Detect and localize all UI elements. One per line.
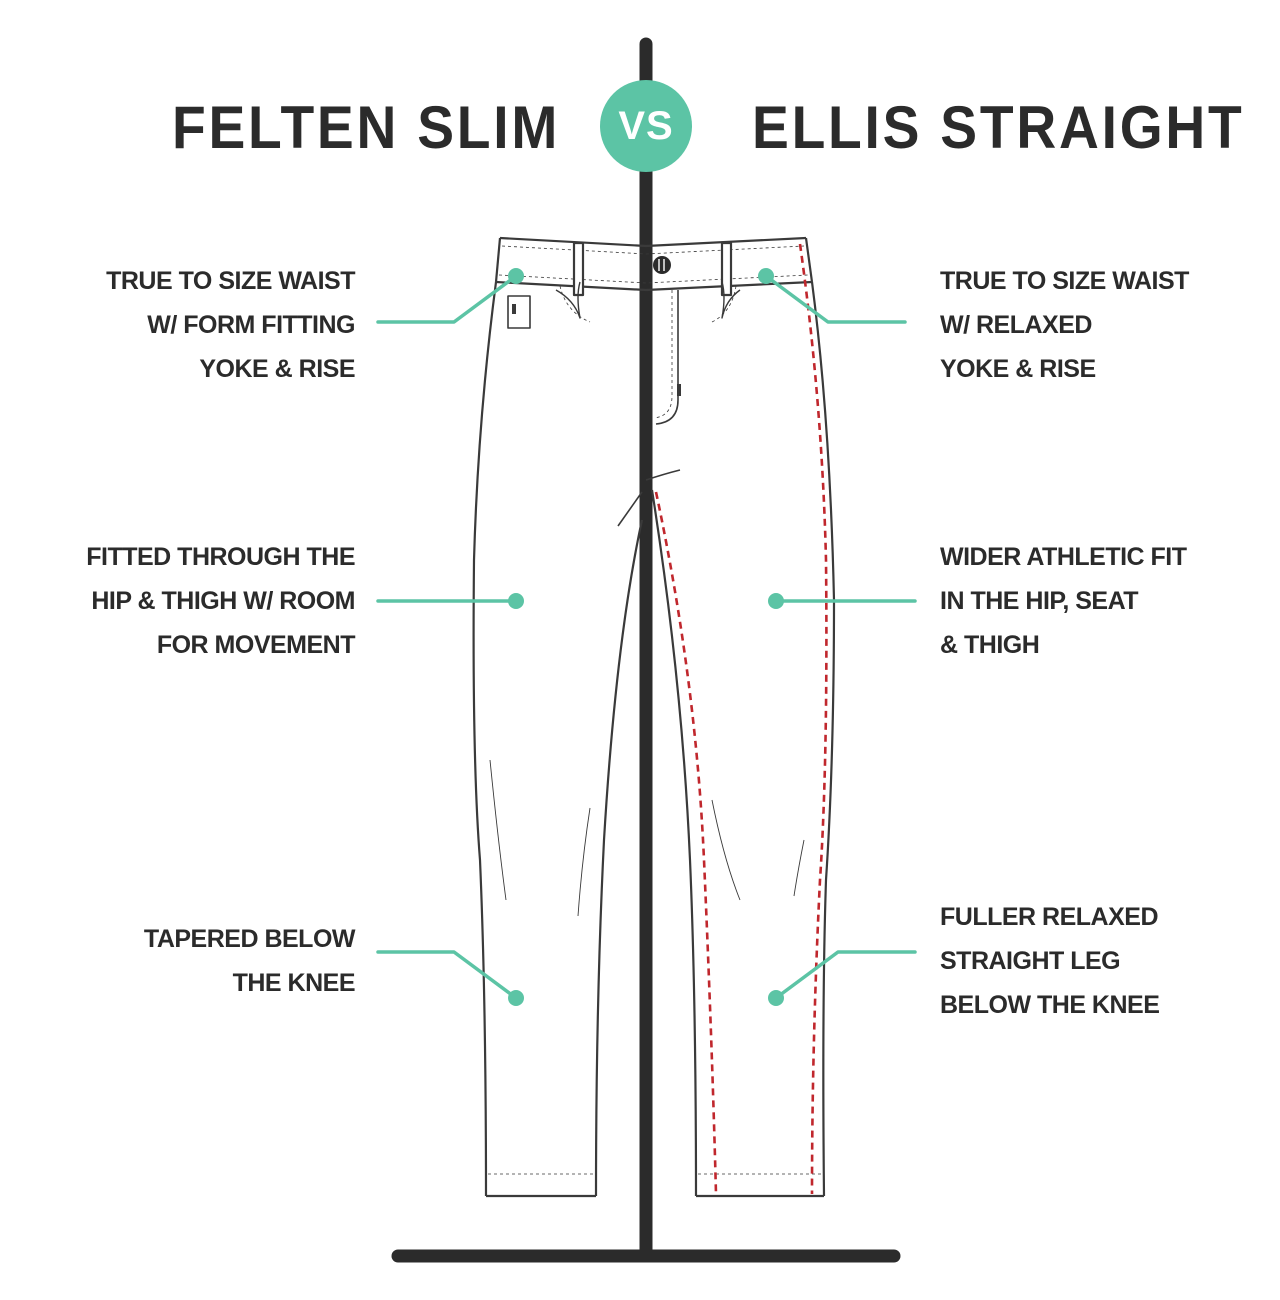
- callout-dot-right-1: [768, 593, 784, 609]
- callout-leaders: [376, 274, 917, 1000]
- ellis-fit-dashed-overlay: [654, 243, 828, 1195]
- left-product-title: FELTEN SLIM: [172, 94, 561, 161]
- leader-left-2: [376, 950, 518, 1000]
- bar-tack: [677, 384, 681, 396]
- callout-line: W/ FORM FITTING: [147, 311, 355, 339]
- callout-left-hip: FITTED THROUGH THE HIP & THIGH W/ ROOM FOR…: [55, 535, 355, 667]
- callout-right-leg: FULLER RELAXED STRAIGHT LEG BELOW THE KNEE: [940, 895, 1240, 1027]
- callout-dot-left-0: [508, 268, 524, 284]
- callout-dot-right-2: [768, 990, 784, 1006]
- callout-left-waist: TRUE TO SIZE WAIST W/ FORM FITTING YOKE & …: [55, 259, 355, 391]
- leader-left-0: [376, 274, 518, 324]
- callout-dot-left-1: [508, 593, 524, 609]
- leader-right-2: [774, 950, 917, 1000]
- callout-line: YOKE & RISE: [940, 355, 1096, 383]
- callout-line: FITTED THROUGH THE: [86, 543, 355, 571]
- callout-line: TRUE TO SIZE WAIST: [106, 267, 355, 295]
- vs-label: VS: [618, 104, 674, 148]
- callout-right-waist: TRUE TO SIZE WAIST W/ RELAXED YOKE & RISE: [940, 259, 1240, 391]
- callout-line: FULLER RELAXED: [940, 903, 1159, 931]
- callout-left-knee: TAPERED BELOW THE KNEE: [55, 917, 356, 1005]
- callout-right-hip: WIDER ATHLETIC FIT IN THE HIP, SEAT & THIG…: [940, 535, 1240, 667]
- callout-line: & THIGH: [940, 631, 1040, 659]
- callout-line: W/ RELAXED: [940, 311, 1092, 339]
- callout-line: YOKE & RISE: [199, 355, 355, 383]
- button-icon: [653, 256, 671, 274]
- callout-dots: [508, 268, 784, 1006]
- vs-badge: [600, 80, 692, 172]
- right-product-title: ELLIS STRAIGHT: [752, 94, 1245, 161]
- leader-right-0: [764, 274, 907, 324]
- callout-line: BELOW THE KNEE: [940, 991, 1160, 1019]
- callout-dot-right-0: [758, 268, 774, 284]
- callout-line: STRAIGHT LEG: [940, 947, 1121, 975]
- callout-line: TRUE TO SIZE WAIST: [940, 267, 1189, 295]
- callout-line: TAPERED BELOW: [143, 925, 356, 953]
- callout-line: FOR MOVEMENT: [156, 631, 356, 659]
- callout-dot-left-2: [508, 990, 524, 1006]
- callout-line: IN THE HIP, SEAT: [940, 587, 1139, 615]
- callout-line: HIP & THIGH W/ ROOM: [91, 587, 355, 615]
- pants-outline: [472, 236, 836, 1198]
- callout-line: WIDER ATHLETIC FIT: [940, 543, 1187, 571]
- callout-line: THE KNEE: [232, 969, 356, 997]
